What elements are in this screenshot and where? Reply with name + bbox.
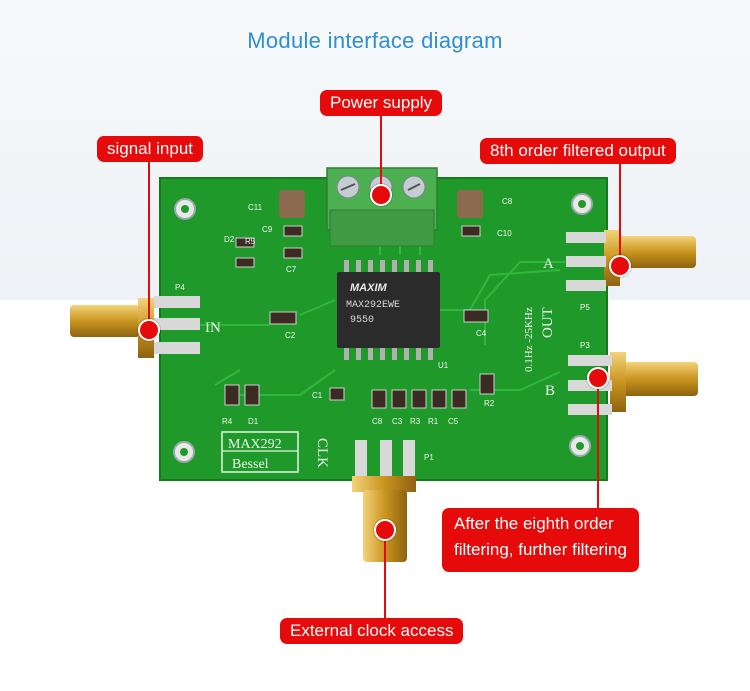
callout-line-input xyxy=(148,160,150,330)
callout-line-output xyxy=(619,162,621,266)
svg-text:C4: C4 xyxy=(476,329,487,338)
svg-text:C8: C8 xyxy=(372,417,383,426)
callout-line-power xyxy=(380,116,382,192)
svg-text:C7: C7 xyxy=(286,265,297,274)
silk-out: OUT xyxy=(540,307,556,338)
label-signal-input: signal input xyxy=(97,136,204,162)
callout-dot-output xyxy=(609,255,631,277)
svg-text:C5: C5 xyxy=(448,417,459,426)
svg-text:R2: R2 xyxy=(484,399,495,408)
chip-part: MAX292EWE xyxy=(346,300,400,311)
svg-text:C9: C9 xyxy=(262,225,273,234)
callout-dot-further xyxy=(587,367,609,389)
chip-code: 9550 xyxy=(350,315,374,326)
callout-dot-clk xyxy=(374,519,396,541)
silk-b: B xyxy=(545,383,555,399)
diagram-title: Module interface diagram xyxy=(247,28,503,53)
label-filtered-output: 8th order filtered output xyxy=(480,138,676,164)
label-external-clock: External clock access xyxy=(280,618,464,644)
svg-text:C3: C3 xyxy=(392,417,403,426)
svg-text:D1: D1 xyxy=(248,417,259,426)
callout-dot-input xyxy=(138,319,160,341)
svg-text:P4: P4 xyxy=(175,283,185,292)
silk-range: 0.1Hz -25KHz xyxy=(523,307,535,372)
svg-text:C11: C11 xyxy=(248,203,263,212)
svg-text:P3: P3 xyxy=(580,341,590,350)
sma-connector-output-a xyxy=(566,230,696,291)
label-power-supply: Power supply xyxy=(320,90,443,116)
svg-text:D2: D2 xyxy=(224,235,235,244)
svg-text:R4: R4 xyxy=(222,417,233,426)
label-further-filtering-line1: After the eighth order xyxy=(454,514,614,533)
sma-connector-input xyxy=(70,296,200,358)
max292-chip xyxy=(337,260,440,360)
svg-text:C1: C1 xyxy=(312,391,323,400)
callout-line-clk xyxy=(384,530,386,620)
power-terminal-block xyxy=(326,167,438,247)
svg-text:U1: U1 xyxy=(438,361,449,370)
svg-text:P5: P5 xyxy=(580,303,590,312)
label-further-filtering-line2: filtering, further filtering xyxy=(454,540,627,559)
chip-brand: MAXIM xyxy=(350,282,388,294)
label-further-filtering: After the eighth order filtering, furthe… xyxy=(442,508,639,572)
silk-bessel: Bessel xyxy=(232,457,269,472)
svg-text:R1: R1 xyxy=(428,417,439,426)
smd-components xyxy=(224,225,495,409)
svg-text:P1: P1 xyxy=(424,453,434,462)
silk-in: IN xyxy=(205,320,221,336)
silk-clk: CLK xyxy=(314,438,330,468)
silk-max292: MAX292 xyxy=(228,437,282,452)
callout-dot-power xyxy=(370,184,392,206)
svg-text:C10: C10 xyxy=(497,229,512,238)
svg-text:R3: R3 xyxy=(410,417,421,426)
svg-text:R5: R5 xyxy=(245,237,256,246)
svg-text:C2: C2 xyxy=(285,331,296,340)
svg-text:C8: C8 xyxy=(502,197,513,206)
silk-a: A xyxy=(543,256,554,272)
callout-line-further xyxy=(597,378,599,508)
